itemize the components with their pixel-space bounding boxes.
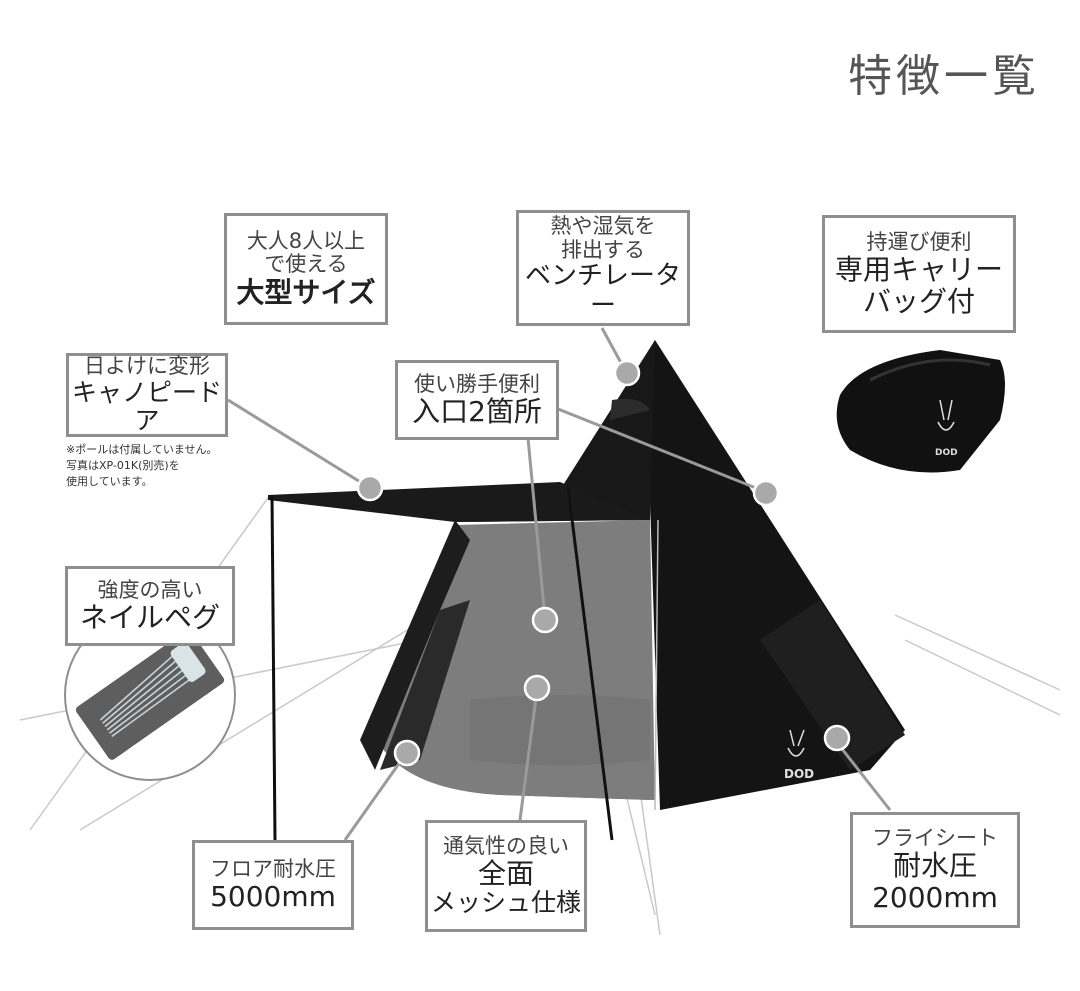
dot-canopy xyxy=(356,474,384,502)
callout-mesh-line1: 通気性の良い xyxy=(443,833,569,858)
callout-peg-line2: ネイルペグ xyxy=(79,601,220,635)
callout-fly-line1: フライシート xyxy=(872,825,998,850)
callout-canopy: 日よけに変形 キャノピードア xyxy=(66,353,228,437)
svg-text:DOD: DOD xyxy=(784,767,814,781)
dod-logo-tent: DOD xyxy=(784,729,814,781)
dot-mesh-lower xyxy=(523,674,551,702)
callout-bag-line2: 専用キャリー xyxy=(834,253,1003,287)
canopy-note-line1: ※ポールは付属していません。 xyxy=(66,443,218,456)
callout-floor-line1: フロア耐水圧 xyxy=(210,856,336,881)
callout-floor-line2: 5000mm xyxy=(210,880,336,914)
page-title: 特徴一覧 xyxy=(848,51,1040,102)
callout-bag: 持運び便利 専用キャリー バッグ付 xyxy=(822,215,1016,333)
callout-size-line1: 大人8人以上 xyxy=(246,228,366,253)
callout-fly-line2: 耐水圧 xyxy=(892,849,977,883)
nail-peg-image xyxy=(75,630,225,760)
callout-canopy-line1: 日よけに変形 xyxy=(84,354,210,379)
dot-entrance xyxy=(752,479,780,507)
callout-fly-line3: 2000mm xyxy=(872,880,998,914)
callout-ventilator-line2: 排出する xyxy=(561,237,645,262)
callout-entrance-line1: 使い勝手便利 xyxy=(414,371,540,396)
callout-size-line3: 大型サイズ xyxy=(236,275,376,309)
callout-dots xyxy=(356,359,851,767)
callout-canopy-line2: キャノピードア xyxy=(71,377,222,435)
callout-size: 大人8人以上 で使える 大型サイズ xyxy=(224,213,388,325)
canopy-note: ※ポールは付属していません。 写真はXP-01K(別売)を 使用しています。 xyxy=(66,442,218,490)
callout-bag-line1: 持運び便利 xyxy=(866,229,972,254)
callout-mesh-line3: メッシュ仕様 xyxy=(430,888,581,918)
callout-entrance-line2: 入口2箇所 xyxy=(412,395,542,429)
dot-ventilator xyxy=(613,359,641,387)
carry-bag-image: DOD xyxy=(836,350,1005,473)
canopy-note-line3: 使用しています。 xyxy=(66,474,153,488)
callout-peg: 強度の高い ネイルペグ xyxy=(65,566,235,646)
callout-mesh-line2: 全面 xyxy=(477,857,534,891)
callout-floor: フロア耐水圧 5000mm xyxy=(192,840,354,930)
callout-fly: フライシート 耐水圧 2000mm xyxy=(850,812,1020,928)
callout-bag-line3: バッグ付 xyxy=(862,284,975,318)
callout-ventilator-line3: ベンチレーター xyxy=(524,261,681,321)
canopy-note-line2: 写真はXP-01K(別売)を xyxy=(66,458,180,472)
callout-ventilator: 熱や湿気を 排出する ベンチレーター xyxy=(516,210,690,326)
dot-fly xyxy=(823,724,851,752)
left-door-flap xyxy=(360,520,470,770)
callout-size-line2: で使える xyxy=(264,252,348,277)
callout-entrance: 使い勝手便利 入口2箇所 xyxy=(395,360,559,440)
dot-mesh-upper xyxy=(531,606,559,634)
dot-floor xyxy=(393,739,421,767)
callout-peg-line1: 強度の高い xyxy=(97,577,203,602)
svg-text:DOD: DOD xyxy=(935,448,958,458)
callout-ventilator-line1: 熱や湿気を xyxy=(550,214,656,239)
callout-mesh: 通気性の良い 全面 メッシュ仕様 xyxy=(425,820,587,932)
